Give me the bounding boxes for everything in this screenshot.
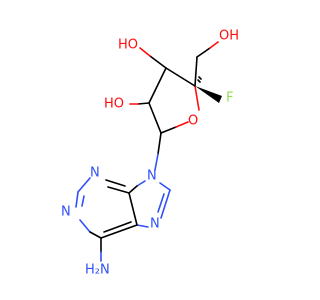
bond-c3-oh-red <box>139 47 151 57</box>
bond-c4-n3-black-b <box>105 179 126 187</box>
bond-n1-c6-black <box>89 231 102 239</box>
atom-n-purine-top: N <box>90 166 100 181</box>
molecule-structure: HO OH HO F O N N N N H₂N <box>61 29 239 278</box>
atom-n-left: N <box>61 205 71 220</box>
bond-n9-c4-black <box>128 185 138 194</box>
bond-c3-oh-black <box>149 55 167 69</box>
atom-oh-top-right: OH <box>219 29 239 44</box>
atom-h2n: H₂N <box>85 263 110 278</box>
bond-c2-oh-black <box>137 102 150 105</box>
bond-c4-f-wedge <box>195 86 222 103</box>
atom-labels: HO OH HO F O N N N N H₂N <box>61 29 239 278</box>
atom-ho-top: HO <box>118 38 138 53</box>
bond-c6-c5-outer <box>100 224 138 239</box>
bond-c8-n7-inner <box>157 193 165 213</box>
bond-n3-c2 <box>77 177 91 193</box>
bond-c2-n1-inner <box>81 195 85 207</box>
stereo-mark <box>197 76 202 83</box>
bond-c2-n1-outer <box>75 191 79 208</box>
bond-ch2-oh-red <box>209 41 219 49</box>
bond-c2-c1 <box>148 102 162 134</box>
bond-n9-c8 <box>159 182 171 191</box>
bond-c4-o <box>194 85 200 111</box>
atom-ho-left: HO <box>104 97 124 112</box>
atom-n7: N <box>150 217 160 232</box>
bond-n7-c5 <box>136 224 149 228</box>
glycosidic-bond <box>154 132 162 171</box>
bond-c4-ch2 <box>194 56 198 87</box>
bond-c8-n7-outer <box>160 189 171 219</box>
bond-n9-c4-blue <box>136 180 146 187</box>
bond-c4-c5 <box>128 192 138 226</box>
bond-c1-n9-black <box>157 132 162 155</box>
bond-c4-n3-black <box>107 186 130 194</box>
bond-c3-c4 <box>165 67 196 87</box>
bond-c3-c2 <box>148 67 167 104</box>
purine-bonds <box>75 177 171 262</box>
bond-ch2-oh-black <box>196 47 211 58</box>
atom-n9: N <box>147 169 157 184</box>
bond-c1-o-red <box>175 121 189 128</box>
bond-c1-n9-blue <box>154 153 159 171</box>
atom-o-ring: O <box>188 114 198 129</box>
sugar-ring-bonds <box>148 67 200 134</box>
bond-c1-o-black <box>160 126 177 134</box>
substituent-bonds <box>129 41 222 105</box>
bond-c6-c5-inner <box>103 221 132 233</box>
bond-n1-c6-blue <box>79 219 91 233</box>
atom-f: F <box>226 91 233 106</box>
